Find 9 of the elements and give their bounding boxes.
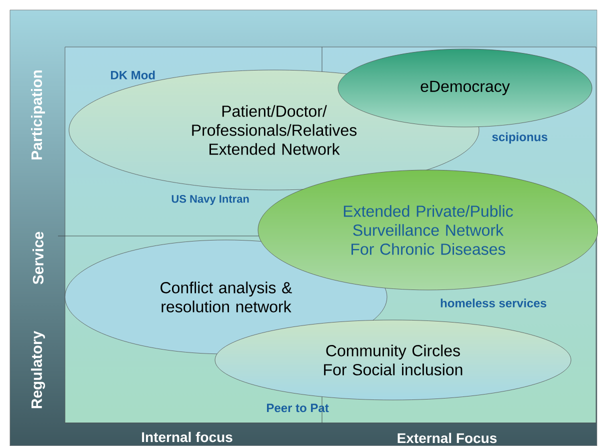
quadrant-item: scipionus: [492, 132, 548, 144]
axis-label: Participation: [31, 70, 45, 160]
axis-label: Service: [32, 232, 44, 284]
quadrant-item: homeless services: [440, 298, 546, 308]
quadrant-item: US Navy Intran: [172, 195, 249, 205]
axis-label: Internal focus: [142, 432, 232, 442]
axis-label: External Focus: [398, 432, 497, 444]
quadrant-item: DK Mod: [111, 70, 155, 80]
axis-label: Regulatory: [30, 330, 46, 408]
